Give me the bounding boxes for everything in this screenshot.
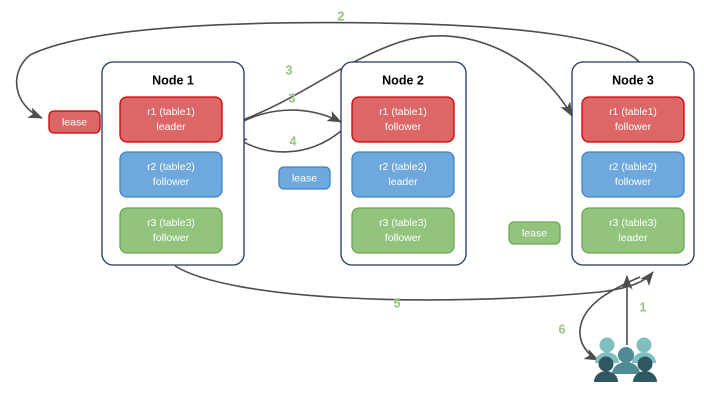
lease-badge-red[interactable]: lease	[48, 110, 101, 134]
replica-role: follower	[385, 232, 422, 244]
lease-badge-label: lease	[522, 227, 547, 239]
replica-card-node2-r3[interactable]: r3 (table3) follower	[351, 207, 455, 254]
users-icon	[594, 337, 657, 382]
person-head-front-left	[598, 356, 614, 372]
replica-role: follower	[385, 121, 422, 133]
replica-role: leader	[388, 176, 418, 188]
replica-card-rect[interactable]	[119, 96, 223, 143]
replica-name: r2 (table2)	[609, 161, 657, 173]
edge-label-step-4: 4	[290, 134, 297, 148]
edge-step-3-upper	[231, 35, 573, 125]
replica-card-rect[interactable]	[119, 151, 223, 198]
lease-badge-green[interactable]: lease	[508, 221, 561, 245]
replica-card-rect[interactable]	[581, 96, 685, 143]
replica-card-rect[interactable]	[351, 96, 455, 143]
node-1-title: Node 1	[152, 73, 194, 87]
replica-role: leader	[156, 121, 186, 133]
replica-name: r2 (table2)	[379, 161, 427, 173]
node-2-title: Node 2	[382, 73, 424, 87]
replica-card-node1-r2[interactable]: r2 (table2) follower	[119, 151, 223, 198]
edge-step-6	[579, 276, 641, 361]
person-head-back-right	[636, 337, 652, 353]
replica-name: r1 (table1)	[609, 106, 657, 118]
person-body-front-left	[594, 371, 618, 382]
lease-badge-blue[interactable]: lease	[278, 166, 331, 190]
person-head-middle	[618, 347, 634, 363]
replica-name: r3 (table3)	[609, 217, 657, 229]
node-box-node-3[interactable]: Node 3 r1 (table1) follower r2 (table2) …	[571, 61, 695, 266]
person-head-front-right	[637, 356, 653, 372]
replica-card-rect[interactable]	[581, 151, 685, 198]
node-box-node-1[interactable]: Node 1 r1 (table1) leader r2 (table2) fo…	[101, 61, 245, 266]
person-body-front-right	[633, 371, 657, 382]
edge-step-2	[15, 21, 641, 119]
lease-badge-rect[interactable]	[508, 221, 561, 245]
replica-name: r3 (table3)	[147, 217, 195, 229]
replica-card-node3-r1[interactable]: r1 (table1) follower	[581, 96, 685, 143]
edge-label-step-2: 2	[338, 9, 345, 23]
replica-card-node2-r1[interactable]: r1 (table1) follower	[351, 96, 455, 143]
replica-card-rect[interactable]	[351, 151, 455, 198]
replica-role: follower	[153, 232, 190, 244]
person-head-back-left	[599, 337, 615, 353]
replica-card-node3-r2[interactable]: r2 (table2) follower	[581, 151, 685, 198]
lease-badge-rect[interactable]	[278, 166, 331, 190]
edge-label-step-3b: 3	[289, 91, 296, 105]
replica-role: follower	[615, 176, 652, 188]
person-body-middle	[612, 362, 640, 374]
replica-name: r1 (table1)	[379, 106, 427, 118]
replica-card-node3-r3[interactable]: r3 (table3) leader	[581, 207, 685, 254]
replica-role: follower	[153, 176, 190, 188]
replica-role: leader	[618, 232, 648, 244]
lease-badge-rect[interactable]	[48, 110, 101, 134]
replica-card-node2-r2[interactable]: r2 (table2) leader	[351, 151, 455, 198]
replica-role: follower	[615, 121, 652, 133]
lease-badge-label: lease	[292, 172, 317, 184]
edge-label-step-3a: 3	[286, 63, 293, 77]
replica-card-rect[interactable]	[351, 207, 455, 254]
replica-card-rect[interactable]	[581, 207, 685, 254]
replica-name: r3 (table3)	[379, 217, 427, 229]
edge-label-step-1: 1	[640, 300, 647, 314]
replica-card-node1-r1[interactable]: r1 (table1) leader	[119, 96, 223, 143]
node-box-node-2[interactable]: Node 2 r1 (table1) follower r2 (table2) …	[340, 61, 467, 266]
replica-card-rect[interactable]	[119, 207, 223, 254]
replica-name: r2 (table2)	[147, 161, 195, 173]
replica-name: r1 (table1)	[147, 106, 195, 118]
replica-card-node1-r3[interactable]: r3 (table3) follower	[119, 207, 223, 254]
node-3-title: Node 3	[612, 73, 654, 87]
lease-badge-label: lease	[62, 116, 87, 128]
edge-label-step-6: 6	[559, 322, 566, 336]
edge-step-4	[233, 130, 342, 153]
edge-label-step-5: 5	[394, 296, 401, 310]
